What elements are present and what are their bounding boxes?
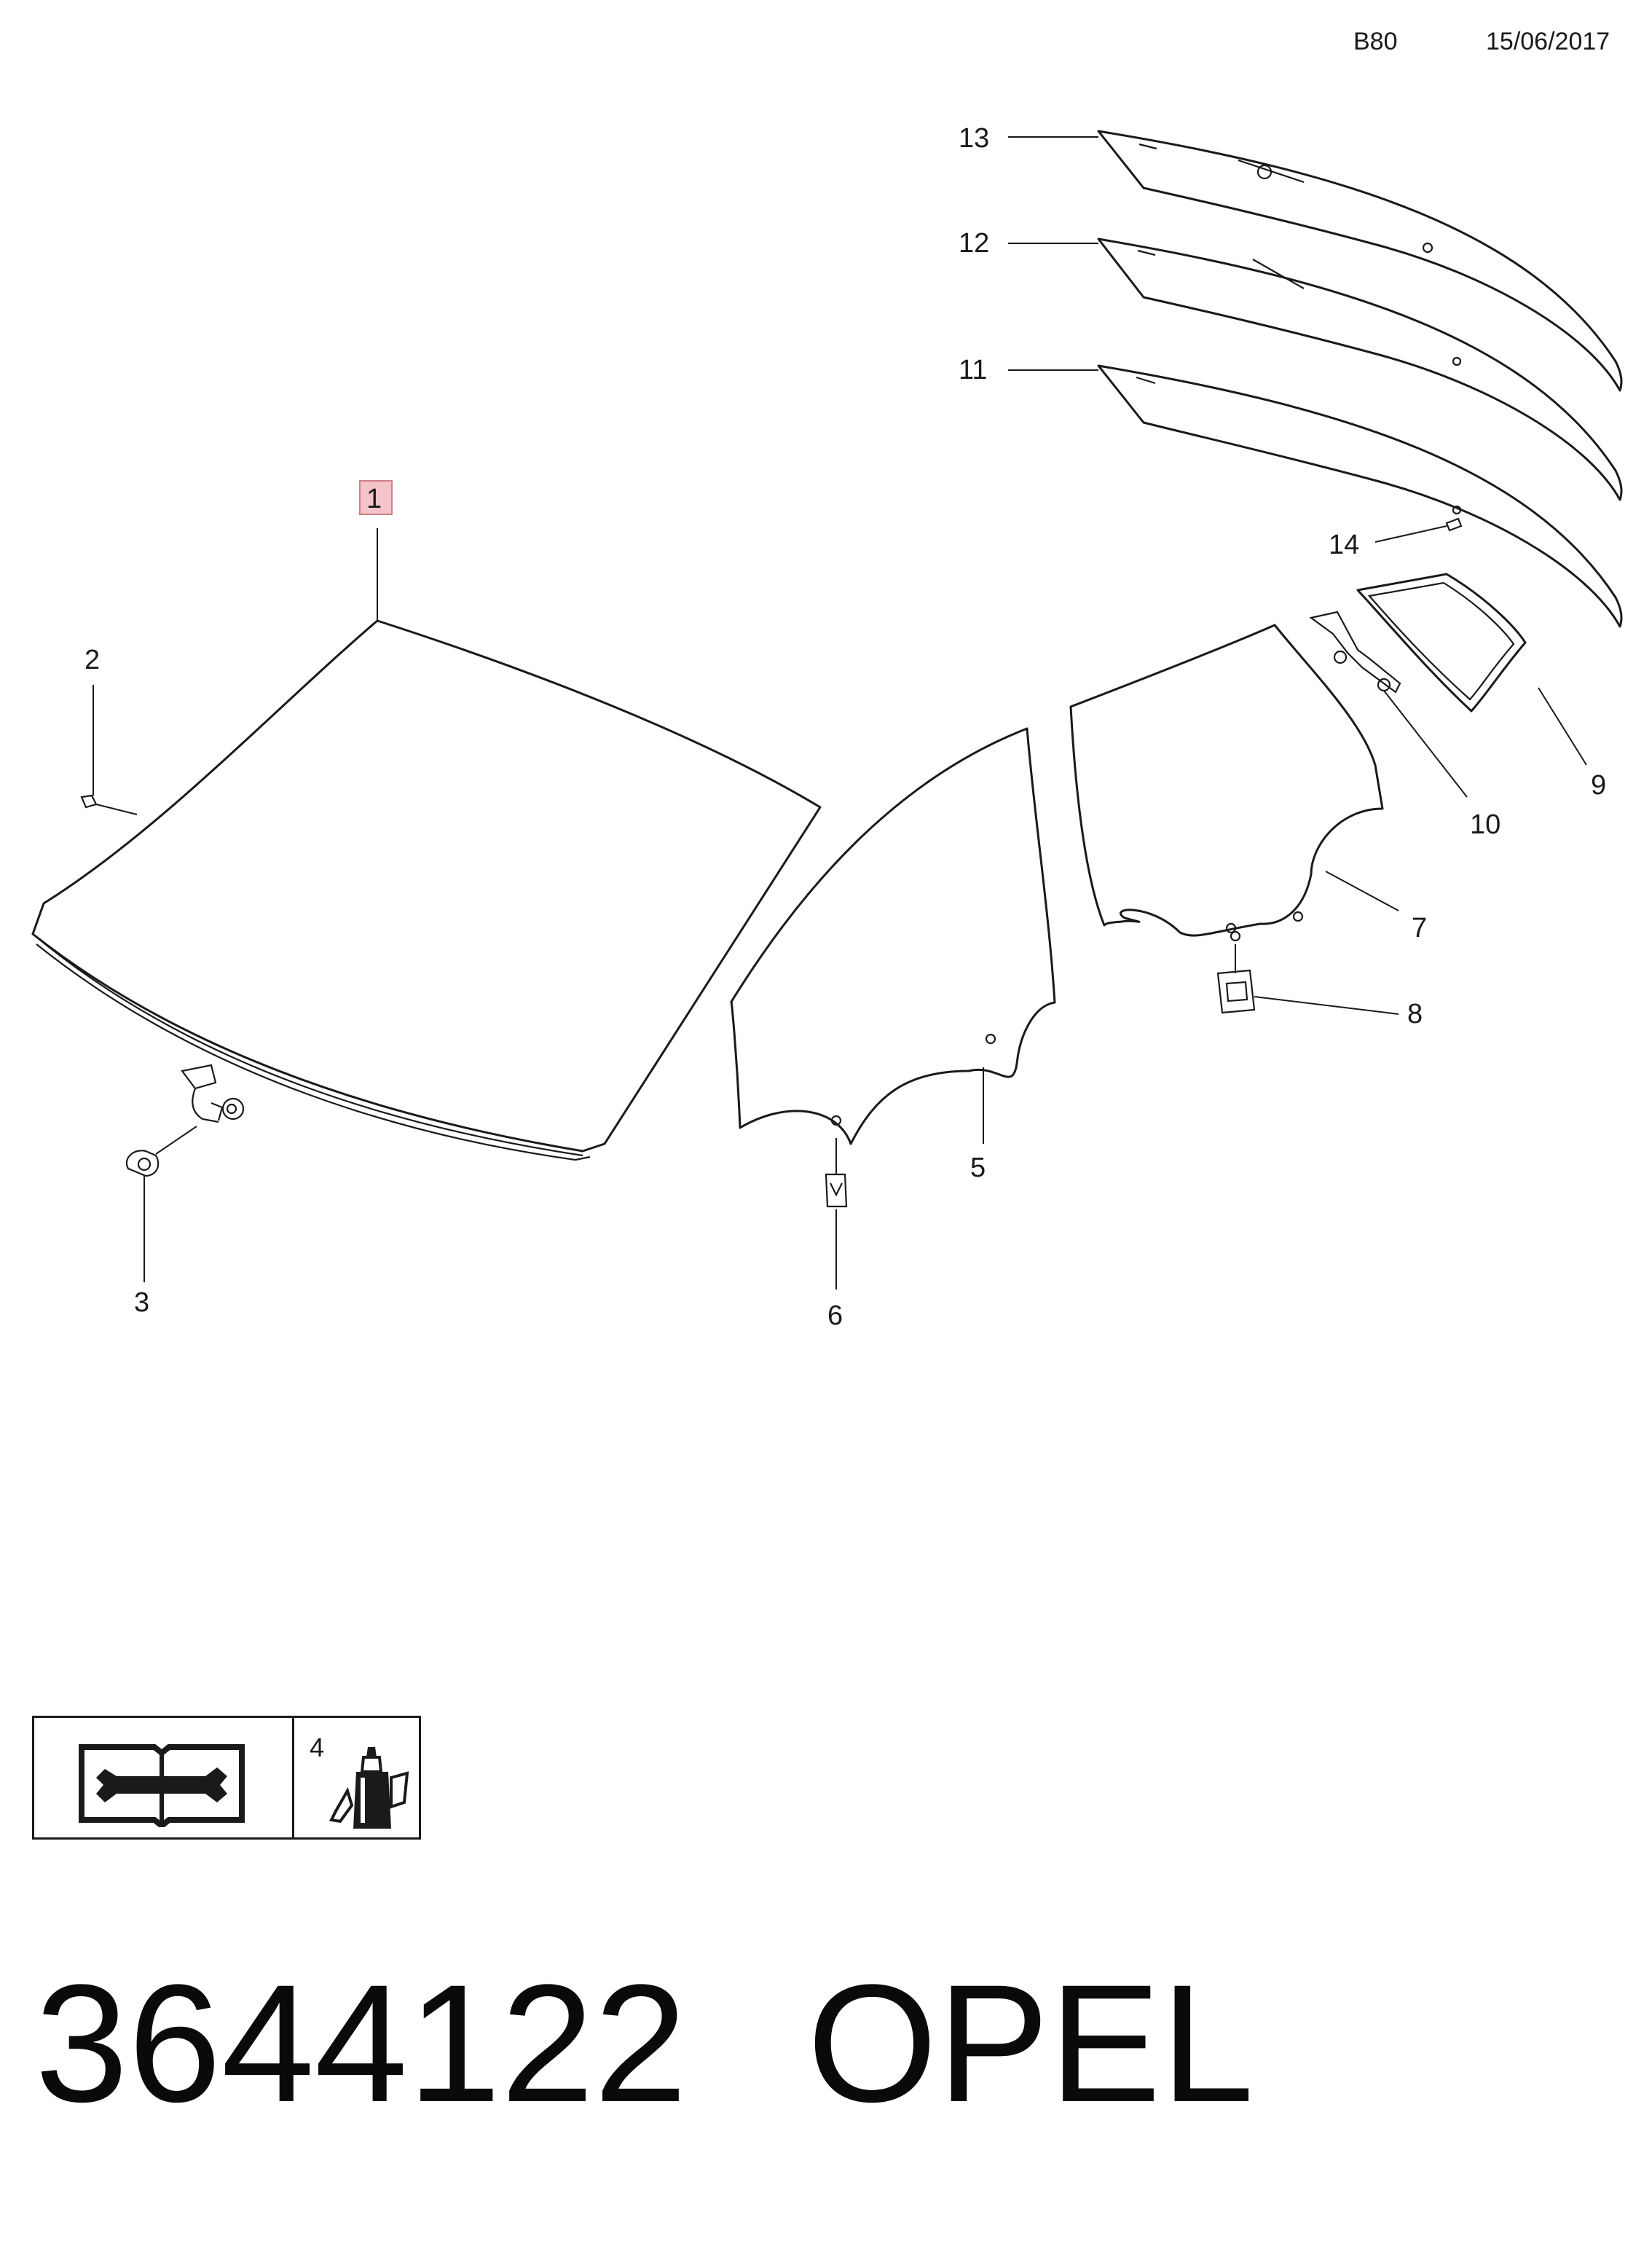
front-door-glass-part-5[interactable] [730, 727, 1056, 1145]
callout-1-highlight [359, 480, 393, 515]
quarter-window-part-9[interactable] [1356, 573, 1527, 713]
diagram-code: B80 [1353, 28, 1398, 55]
callout-12[interactable]: 12 [959, 228, 989, 259]
part-number: 3644122 [35, 1950, 688, 2137]
bracket-part-3[interactable] [125, 1064, 245, 1177]
callout-14[interactable]: 14 [1329, 530, 1359, 560]
clip-part-14[interactable] [1445, 517, 1463, 532]
regulator-bracket-part-8[interactable] [1216, 944, 1256, 1014]
manual-wrench-icon [79, 1744, 245, 1827]
windshield-part[interactable] [31, 619, 822, 1161]
callout-2[interactable]: 2 [84, 645, 100, 675]
callout-10[interactable]: 10 [1470, 809, 1500, 840]
legend-box: 4 [32, 1716, 421, 1840]
adhesive-tube-icon [329, 1747, 409, 1829]
roof-glass-part-12[interactable] [1097, 238, 1623, 501]
diagram-date: 15/06/2017 [1486, 28, 1610, 55]
callout-6[interactable]: 6 [827, 1300, 843, 1331]
legend-item-label: 4 [310, 1732, 325, 1762]
callout-11[interactable]: 11 [959, 355, 987, 385]
brand-name: OPEL [807, 1950, 1254, 2137]
callout-8[interactable]: 8 [1407, 999, 1423, 1029]
legend-divider [292, 1718, 294, 1837]
callout-9[interactable]: 9 [1591, 770, 1606, 801]
roof-glass-part-13[interactable] [1097, 130, 1623, 392]
callout-7[interactable]: 7 [1412, 913, 1427, 943]
roof-glass-part-11[interactable] [1097, 364, 1623, 628]
callout-5[interactable]: 5 [970, 1153, 986, 1183]
seal-bracket-part-10[interactable] [1309, 611, 1401, 694]
callout-1[interactable]: 1 [366, 484, 382, 514]
callout-3[interactable]: 3 [134, 1287, 149, 1318]
callout-13[interactable]: 13 [959, 123, 989, 154]
clip-part-2[interactable] [80, 794, 98, 809]
regulator-clip-part-6[interactable] [825, 1138, 848, 1208]
rear-door-glass-part-7[interactable] [1069, 624, 1384, 942]
